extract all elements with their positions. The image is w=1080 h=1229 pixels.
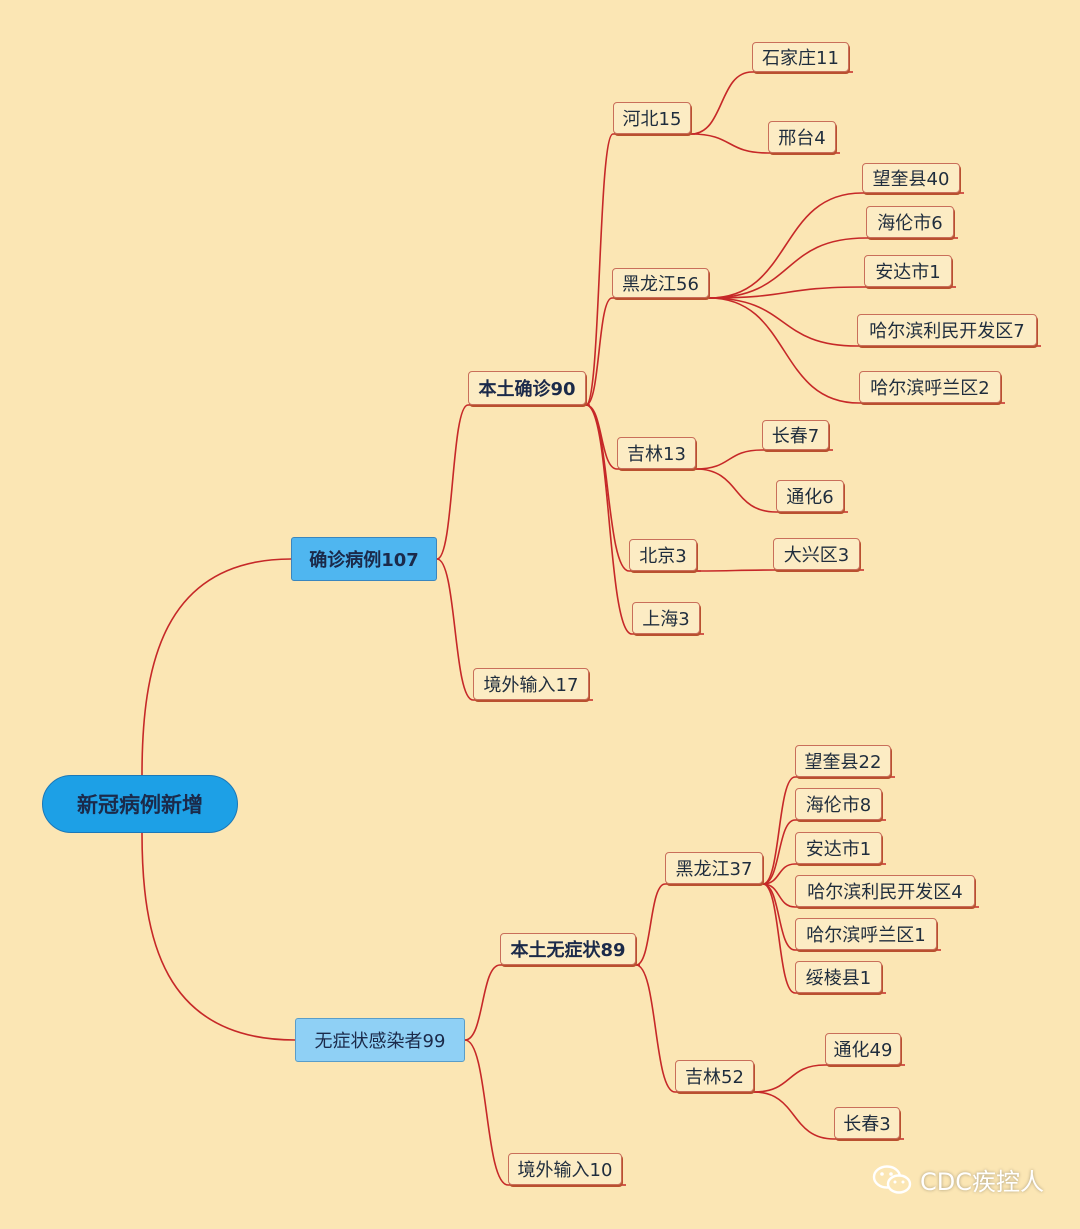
connector-ahlj: [635, 883, 666, 966]
connector-hul: [708, 297, 860, 404]
connector-wk: [708, 192, 863, 299]
wangkui-confirmed-node[interactable]: 望奎县40: [862, 163, 960, 193]
local-confirmed-node[interactable]: 本土确诊90: [468, 371, 586, 405]
connector-dx: [696, 569, 774, 572]
connector-ci: [436, 558, 474, 701]
connector-cl: [436, 404, 469, 560]
shijiazhuang-node[interactable]: 石家庄11: [752, 42, 849, 72]
tonghua-asymptomatic-node[interactable]: 通化49: [825, 1033, 901, 1065]
connector-hlj: [585, 297, 613, 406]
limin-confirmed-node[interactable]: 哈尔滨利民开发区7: [857, 314, 1037, 346]
connector-lm: [708, 297, 858, 347]
xingtai-node[interactable]: 邢台4: [768, 121, 836, 153]
connector-ajl: [635, 964, 676, 1093]
tonghua-confirmed-node[interactable]: 通化6: [776, 480, 844, 512]
connector-ai: [464, 1039, 509, 1186]
imported-asymptomatic-node[interactable]: 境外输入10: [508, 1153, 622, 1185]
hailun-asymptomatic-node[interactable]: 海伦市8: [795, 788, 882, 820]
connector-jl: [585, 404, 618, 470]
connector-cc: [695, 449, 763, 470]
connector-sh: [585, 404, 633, 635]
jilin-asymptomatic-node[interactable]: 吉林52: [675, 1060, 754, 1092]
connector-bj: [585, 404, 630, 572]
connector-xt: [690, 133, 769, 154]
daxing-node[interactable]: 大兴区3: [773, 538, 860, 570]
wechat-icon: [872, 1164, 912, 1194]
connector-asl: [762, 883, 796, 994]
jilin-confirmed-node[interactable]: 吉林13: [617, 437, 696, 469]
limin-asymptomatic-node[interactable]: 哈尔滨利民开发区4: [795, 875, 975, 907]
anda-confirmed-node[interactable]: 安达市1: [864, 255, 952, 287]
connector-awk: [762, 776, 796, 885]
watermark: CDC疾控人: [872, 1162, 1044, 1197]
connector-hl: [708, 237, 867, 299]
shanghai-node[interactable]: 上海3: [632, 602, 700, 634]
connector-ad: [708, 286, 865, 299]
heilongjiang-confirmed-node[interactable]: 黑龙江56: [612, 268, 709, 298]
connector-hb: [585, 133, 614, 406]
connector-al: [464, 964, 501, 1041]
imported-confirmed-node[interactable]: 境外输入17: [473, 668, 589, 700]
hulan-asymptomatic-node[interactable]: 哈尔滨呼兰区1: [795, 918, 937, 950]
local-asymptomatic-node[interactable]: 本土无症状89: [500, 933, 636, 965]
hebei-node[interactable]: 河北15: [613, 102, 691, 134]
suileng-asymptomatic-node[interactable]: 绥棱县1: [795, 961, 882, 993]
root-node[interactable]: 新冠病例新增: [42, 775, 238, 833]
connector-ahl: [762, 819, 796, 885]
changchun-asymptomatic-node[interactable]: 长春3: [834, 1107, 900, 1139]
connector-sjz: [690, 71, 753, 135]
hailun-confirmed-node[interactable]: 海伦市6: [866, 206, 954, 238]
connector-c: [141, 558, 292, 776]
confirmed-cases-node[interactable]: 确诊病例107: [291, 537, 437, 581]
changchun-confirmed-node[interactable]: 长春7: [762, 420, 829, 450]
anda-asymptomatic-node[interactable]: 安达市1: [795, 832, 882, 864]
connector-aad: [762, 863, 796, 885]
connector-acc: [753, 1091, 835, 1140]
connector-th: [695, 468, 777, 513]
connector-ath: [753, 1064, 826, 1093]
wangkui-asymptomatic-node[interactable]: 望奎县22: [795, 745, 891, 777]
hulan-confirmed-node[interactable]: 哈尔滨呼兰区2: [859, 371, 1001, 403]
asymptomatic-node[interactable]: 无症状感染者99: [295, 1018, 465, 1062]
watermark-text: CDC疾控人: [920, 1168, 1044, 1196]
heilongjiang-asymptomatic-node[interactable]: 黑龙江37: [665, 852, 763, 884]
connector-a: [141, 832, 296, 1041]
beijing-node[interactable]: 北京3: [629, 539, 697, 571]
